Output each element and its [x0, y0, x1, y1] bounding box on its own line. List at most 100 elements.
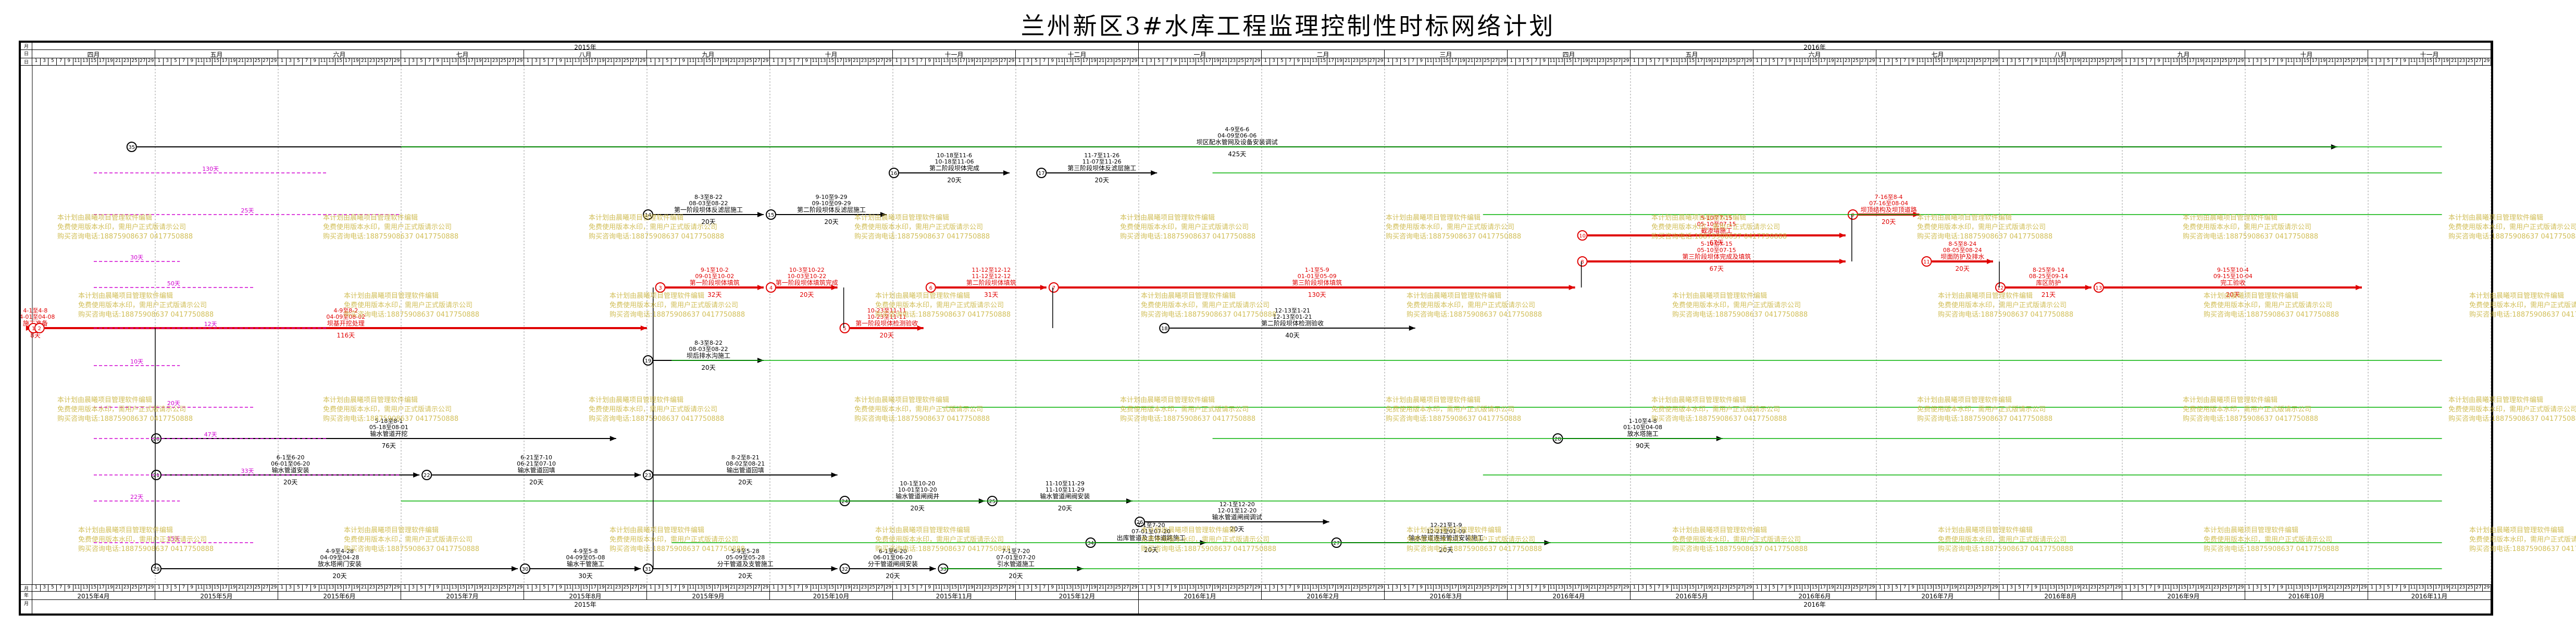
- day-cell: 7: [1778, 58, 1786, 65]
- arrow-head: [1151, 170, 1158, 176]
- day-cell: 29: [393, 585, 401, 591]
- activity-start-finish: 6-21至7-10: [520, 454, 552, 461]
- day-cell: 19: [1459, 585, 1467, 591]
- activity-date-range: 08-03至08-22: [689, 346, 728, 353]
- day-cell: 29: [885, 58, 893, 65]
- day-cell: 23: [245, 58, 254, 65]
- day-cell: 5: [1647, 58, 1656, 65]
- day-cell: 9: [2401, 585, 2409, 591]
- day-cell: 7: [2024, 58, 2032, 65]
- activity-label: 分干管道及支管施工: [717, 560, 774, 568]
- activity-duration: 20天: [886, 572, 900, 580]
- free-float-label: 10天: [130, 358, 143, 365]
- day-cell: 3: [1024, 58, 1032, 65]
- day-cell: 29: [1376, 58, 1385, 65]
- day-cell: 19: [844, 585, 852, 591]
- event-node-number: 28: [1554, 436, 1561, 442]
- day-cell: 17: [713, 58, 721, 65]
- day-cell: 25: [623, 585, 631, 591]
- day-cell: 27: [385, 58, 393, 65]
- day-cell: 5: [1893, 58, 1901, 65]
- day-cell: 3: [41, 585, 49, 591]
- event-node: [643, 355, 653, 366]
- activity-label: 放水塔施工: [1627, 430, 1659, 437]
- day-cell: 3: [532, 585, 541, 591]
- day-cell: 11: [1549, 58, 1557, 65]
- day-cell: 1: [893, 585, 901, 591]
- day-cell: 13: [1925, 585, 1934, 591]
- day-cell: 17: [1942, 585, 1950, 591]
- day-cell: 7: [2393, 585, 2401, 591]
- day-cell: 23: [2089, 585, 2098, 591]
- day-cell: 9: [680, 585, 688, 591]
- activity-duration: 20天: [947, 177, 961, 184]
- day-cell: 27: [1737, 585, 1746, 591]
- day-cell: 9: [2155, 58, 2163, 65]
- day-cell: 25: [2344, 585, 2352, 591]
- month-cell: 2015年5月: [155, 592, 278, 599]
- day-cell: 13: [1802, 585, 1811, 591]
- day-cell: 5: [1032, 58, 1041, 65]
- day-cell: 5: [2384, 58, 2393, 65]
- day-cell: 5: [48, 58, 57, 65]
- day-cell: 1: [1753, 58, 1762, 65]
- activity-label: 第二阶段坝体检测验收: [1261, 319, 1324, 327]
- event-node-number: 23: [645, 473, 652, 479]
- day-cell: 15: [2057, 58, 2065, 65]
- day-cell: 17: [221, 58, 229, 65]
- arrow-head: [2085, 285, 2092, 290]
- day-cell: 13: [204, 585, 213, 591]
- day-cell: 27: [1614, 585, 1623, 591]
- day-cell: 15: [1442, 585, 1450, 591]
- day-cell: 3: [287, 58, 295, 65]
- activity-label: 输水管道闸阀井: [895, 492, 939, 500]
- day-cell: 9: [2278, 58, 2286, 65]
- day-cell: 21: [729, 585, 738, 591]
- day-cell: 17: [2311, 585, 2319, 591]
- month-cell: 2016年10月: [2245, 592, 2368, 599]
- day-cell: 11: [2286, 585, 2295, 591]
- day-cell: 29: [270, 58, 278, 65]
- day-cell: 23: [368, 585, 377, 591]
- day-cell: 29: [762, 585, 770, 591]
- arrow-head: [640, 325, 647, 331]
- day-cell: 9: [188, 585, 196, 591]
- day-cell: 21: [1835, 585, 1844, 591]
- event-node-number: 29: [153, 567, 160, 572]
- day-cell: 21: [360, 58, 369, 65]
- day-cell: 11: [934, 58, 942, 65]
- day-cell: 21: [2204, 58, 2213, 65]
- month-cell: 2015年12月: [1016, 592, 1139, 599]
- day-cell: 29: [1622, 585, 1631, 591]
- day-cell: 17: [2434, 585, 2442, 591]
- activity-label: 库区防护: [2036, 279, 2061, 286]
- day-cell: 25: [2344, 58, 2352, 65]
- day-cell: 11: [1795, 58, 1803, 65]
- month-cell: 六月: [278, 50, 401, 58]
- event-node-number: 8: [1581, 259, 1584, 265]
- activity-label: 第三阶段坝体反滤层施工: [1067, 164, 1136, 172]
- month-cell: 2015年6月: [278, 592, 401, 599]
- day-cell: 13: [1311, 58, 1320, 65]
- activity-start-finish: 11-7至11-26: [1084, 152, 1119, 159]
- day-cell: 15: [2425, 58, 2434, 65]
- month-cell: 2016年8月: [1999, 592, 2122, 599]
- activity-start-finish: 7-16至8-4: [1875, 194, 1903, 201]
- month-cell: 五月: [1631, 50, 1753, 58]
- activity-duration: 425天: [1228, 151, 1246, 158]
- day-cell: 21: [114, 585, 123, 591]
- day-cell: 21: [1221, 58, 1229, 65]
- activity-date-range: 11-07至11-26: [1082, 158, 1122, 165]
- day-cell: 7: [671, 585, 680, 591]
- day-cell: 3: [409, 585, 418, 591]
- activity-start-finish: 9-15至10-4: [2217, 267, 2249, 273]
- day-cell: 23: [1844, 58, 1852, 65]
- day-cell: 27: [2229, 58, 2237, 65]
- activity-duration: 20天: [1009, 572, 1023, 580]
- month-cell: 十一月: [893, 50, 1016, 58]
- event-node-number: 31: [645, 567, 652, 572]
- day-cell: 17: [1327, 585, 1336, 591]
- day-cell: 13: [696, 585, 705, 591]
- event-node: [655, 282, 666, 293]
- day-cell: 25: [1483, 58, 1491, 65]
